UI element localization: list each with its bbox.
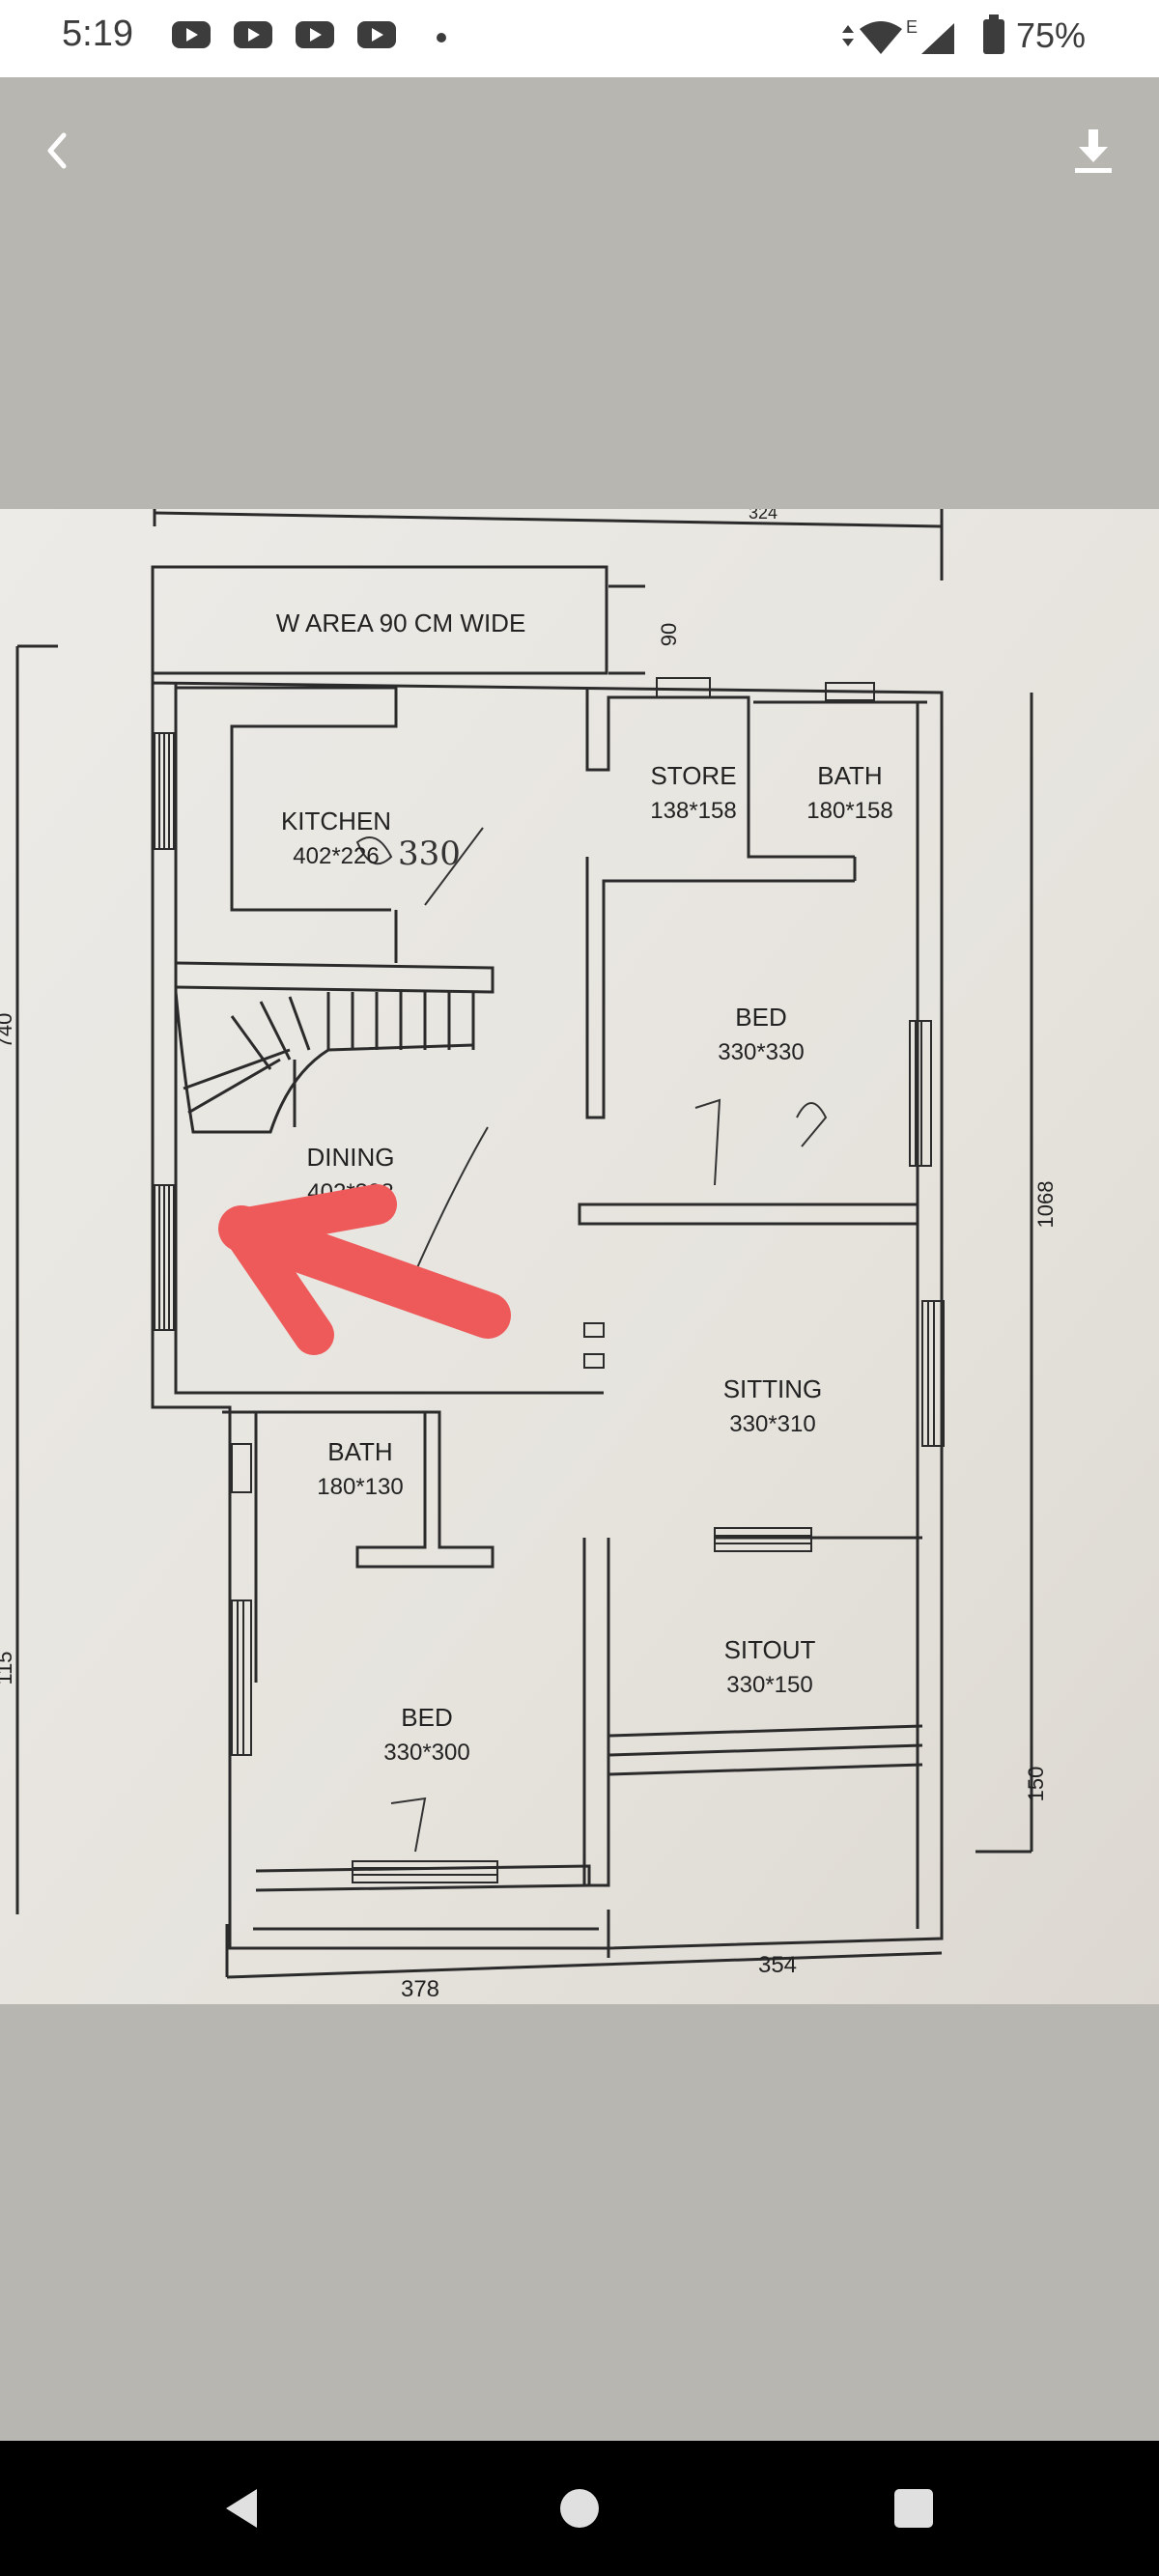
youtube-icon [357, 21, 396, 48]
plan-label-work-area-width: 90 [657, 623, 681, 646]
room-name: BATH [817, 761, 882, 790]
room-name: SITTING [723, 1374, 823, 1403]
status-time: 5:19 [62, 14, 133, 54]
cell-signal-icon [921, 23, 954, 54]
youtube-icon [234, 21, 272, 48]
floor-plan-image: 330 W AREA 90 CM WIDE 90 324 740 115 106… [0, 509, 1159, 2004]
room-name: SITOUT [724, 1635, 816, 1664]
plan-label-bottom-left-dimension: 378 [401, 1976, 439, 2002]
room-size: 138*158 [650, 798, 736, 824]
room-name: STORE [650, 761, 736, 790]
viewer-background [0, 77, 1159, 512]
room-name: KITCHEN [281, 807, 391, 835]
room-size: 180*130 [317, 1474, 403, 1500]
viewer-background-bottom [0, 2004, 1159, 2441]
nav-home-button[interactable] [541, 2470, 618, 2547]
room-size: 330*330 [718, 1039, 804, 1065]
wifi-icon [860, 21, 902, 54]
red-arrow-annotation [218, 1184, 511, 1355]
back-button[interactable] [29, 112, 87, 189]
youtube-icon [172, 21, 211, 48]
room-size: 330*300 [383, 1740, 469, 1766]
room-name: BATH [327, 1437, 392, 1466]
room-name: BED [401, 1703, 452, 1732]
square-recents-icon [894, 2489, 933, 2528]
circle-home-icon [560, 2489, 599, 2528]
notification-dot-icon [437, 33, 446, 42]
room-size: 180*158 [806, 798, 892, 824]
chevron-left-icon [47, 132, 67, 169]
status-bar: 5:19 E 75% [0, 0, 1159, 77]
handwritten-note: 330 [398, 835, 461, 873]
plan-label-left-dimension: 740 [0, 1013, 16, 1049]
network-badge: E [906, 17, 918, 37]
plan-label-right-dimension-lower: 150 [1024, 1767, 1048, 1802]
floor-plan-drawing: 330 W AREA 90 CM WIDE 90 324 740 115 106… [0, 509, 1159, 2004]
room-name: BED [735, 1003, 786, 1032]
plan-label-right-dimension: 1068 [1033, 1181, 1058, 1229]
download-button[interactable] [1062, 112, 1124, 189]
triangle-back-icon [226, 2489, 257, 2528]
download-icon [1075, 129, 1112, 173]
plan-label-left-dimension-lower: 115 [0, 1651, 16, 1684]
plan-label-bottom-right-dimension: 354 [758, 1952, 797, 1978]
data-arrows-icon [842, 25, 854, 46]
room-size: 402*226 [293, 843, 379, 869]
room-size: 330*310 [729, 1411, 815, 1437]
battery-percent: 75% [1016, 15, 1087, 55]
youtube-icon [296, 21, 334, 48]
room-size: 330*150 [726, 1672, 812, 1698]
plan-label-work-area: W AREA 90 CM WIDE [276, 609, 526, 637]
battery-icon [983, 14, 1004, 54]
nav-recents-button[interactable] [875, 2470, 952, 2547]
plan-label-top-dimension: 324 [749, 509, 777, 523]
room-name: DINING [307, 1143, 395, 1172]
nav-back-button[interactable] [203, 2470, 280, 2547]
system-nav-bar [0, 2441, 1159, 2576]
network-icons: E [842, 17, 954, 54]
